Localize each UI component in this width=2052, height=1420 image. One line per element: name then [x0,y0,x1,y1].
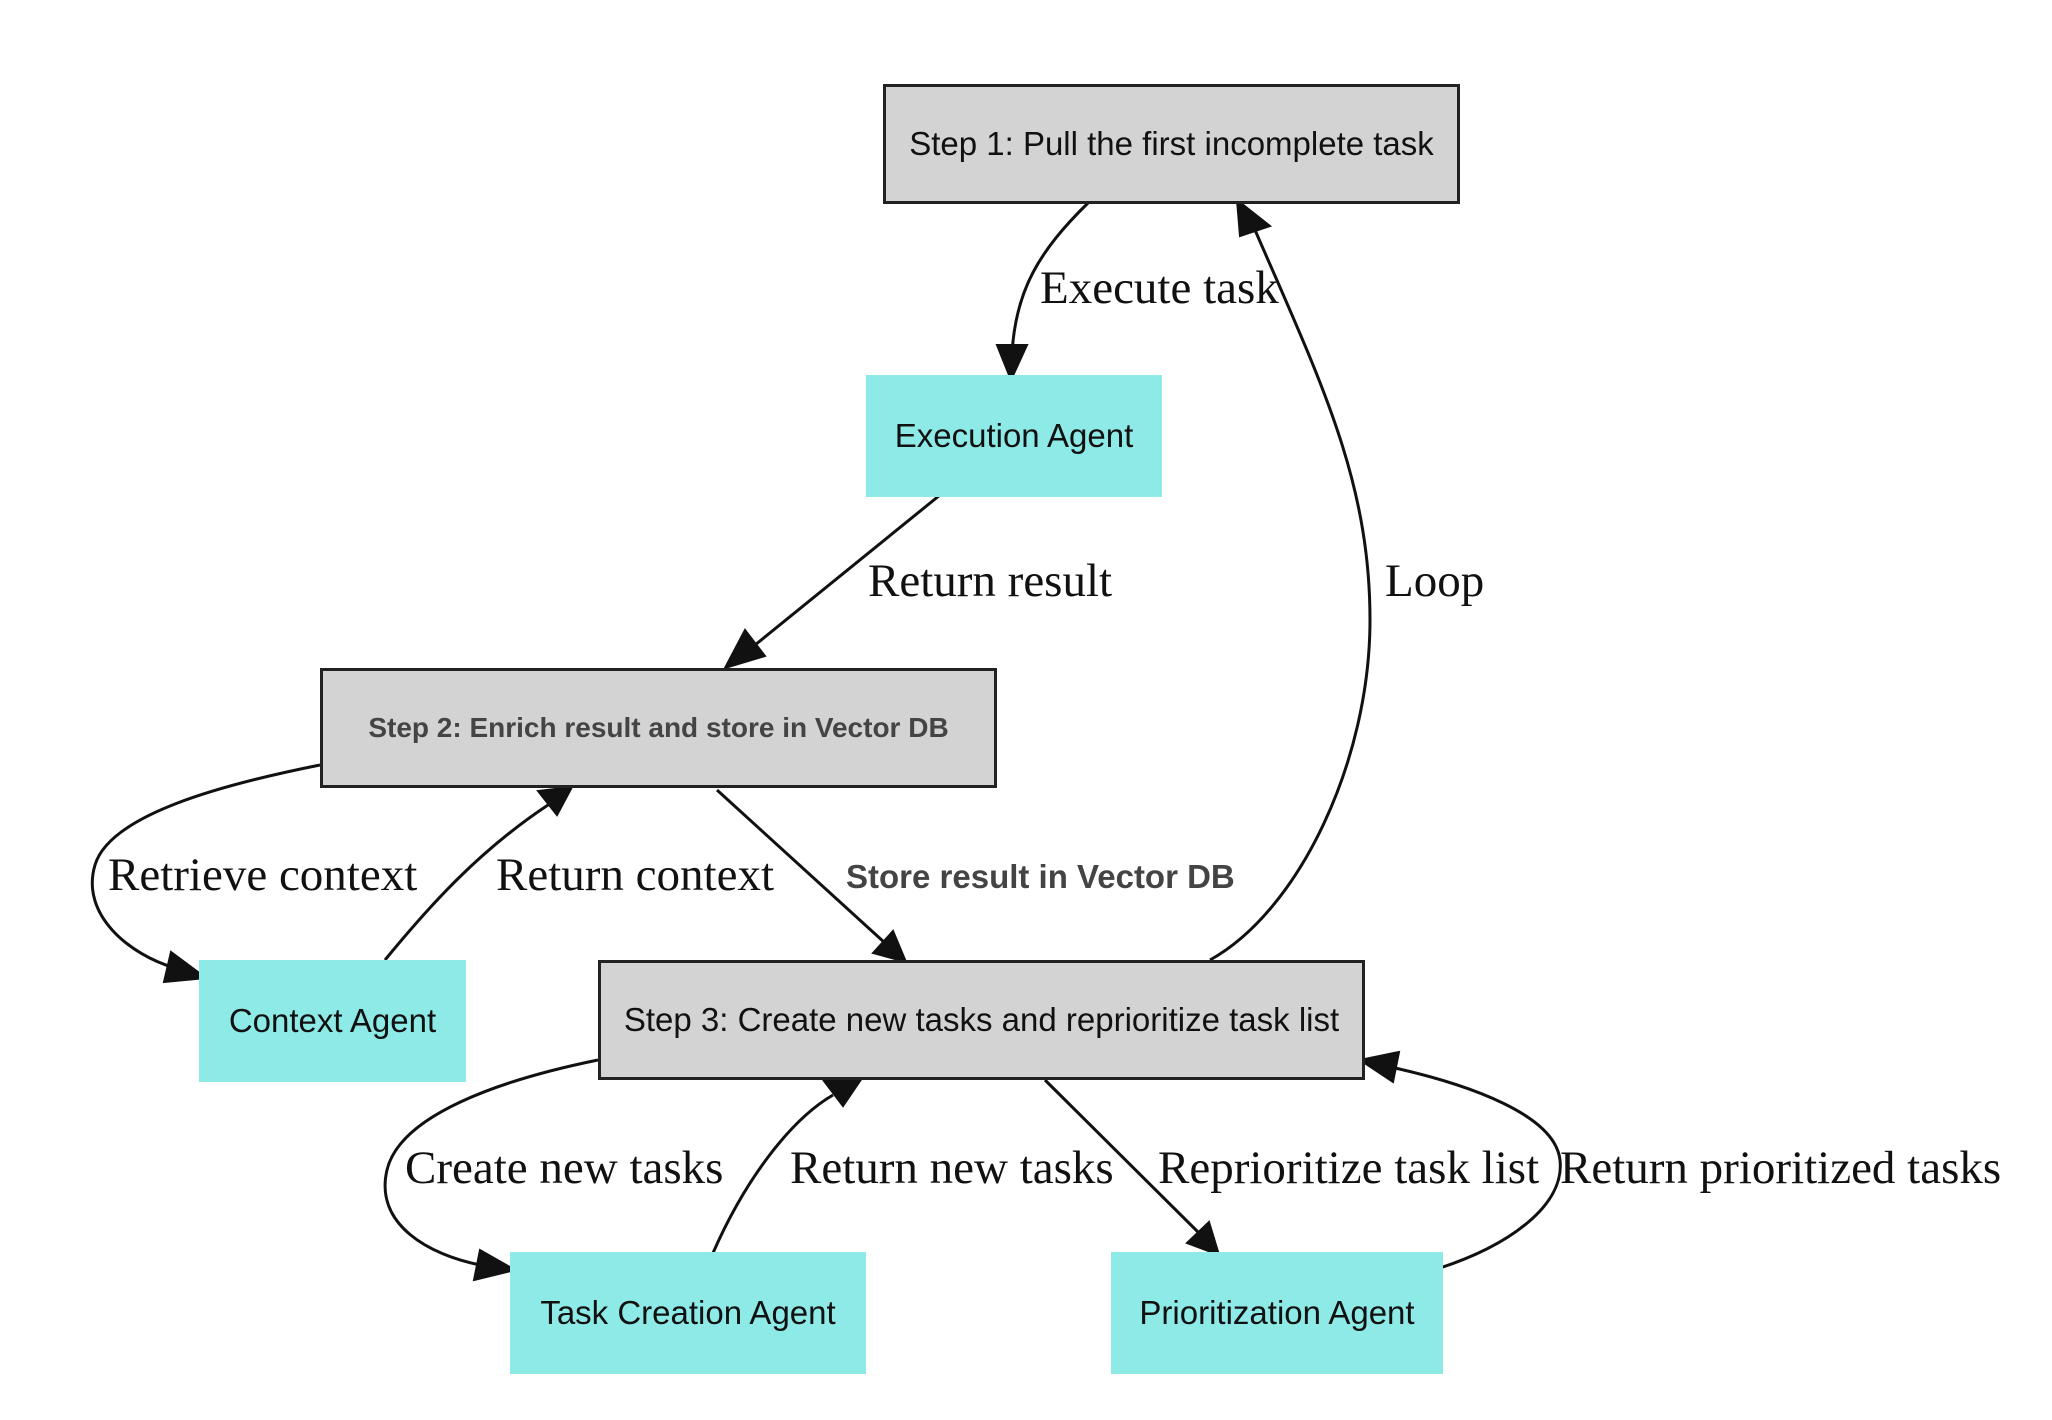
edge-label-return-prioritized-tasks: Return prioritized tasks [1560,1142,2002,1194]
arrowhead-loop [1235,197,1273,238]
node-step-2: Step 2: Enrich result and store in Vecto… [320,668,997,788]
node-step-2-label: Step 2: Enrich result and store in Vecto… [368,712,949,743]
node-step-1-label: Step 1: Pull the first incomplete task [909,125,1434,162]
arrowhead-reprioritize-task-list [1185,1220,1221,1257]
edge-create-new-tasks [383,1058,599,1267]
node-prioritization-agent: Prioritization Agent [1111,1252,1443,1374]
edge-label-reprioritize-task-list: Reprioritize task list [1158,1142,1540,1194]
arrowhead-return-result [723,628,767,670]
node-step-1: Step 1: Pull the first incomplete task [883,84,1460,204]
edge-retrieve-context [90,763,321,970]
edge-return-new-tasks [711,1093,834,1254]
edge-label-retrieve-context: Retrieve context [108,849,418,901]
arrowhead-return-prioritized-tasks [1357,1050,1401,1084]
arrowhead-create-new-tasks [472,1248,518,1282]
node-prioritization-agent-label: Prioritization Agent [1139,1294,1415,1331]
edge-label-return-new-tasks: Return new tasks [790,1142,1114,1194]
node-step-3: Step 3: Create new tasks and reprioritiz… [598,960,1365,1080]
edge-label-execute-task: Execute task [1040,262,1279,314]
edge-label-loop: Loop [1385,555,1485,607]
edge-label-return-result: Return result [868,555,1113,607]
node-task-creation-agent: Task Creation Agent [510,1252,866,1374]
edge-label-store-result: Store result in Vector DB [846,858,1235,895]
edge-store-result [715,788,887,945]
arrowhead-retrieve-context [162,950,209,984]
node-context-agent: Context Agent [199,960,466,1082]
node-context-agent-label: Context Agent [228,1002,437,1039]
edge-return-prioritized-tasks [1394,1066,1562,1270]
edge-loop [1209,229,1372,962]
arrowhead-store-result [871,929,908,964]
edge-execute-task [1010,201,1090,356]
edge-return-context [383,803,549,961]
edge-return-result [754,493,941,647]
arrowhead-return-new-tasks [822,1076,864,1108]
edge-label-create-new-tasks: Create new tasks [405,1142,724,1194]
node-task-creation-agent-label: Task Creation Agent [540,1294,836,1331]
edge-reprioritize-task-list [1043,1078,1202,1236]
arrowhead-return-context [536,785,574,817]
arrowhead-execute-task [995,344,1029,383]
edge-label-return-context: Return context [496,849,775,901]
node-execution-agent: Execution Agent [866,375,1162,497]
node-execution-agent-label: Execution Agent [894,417,1134,454]
node-step-3-label: Step 3: Create new tasks and reprioritiz… [623,1001,1340,1038]
